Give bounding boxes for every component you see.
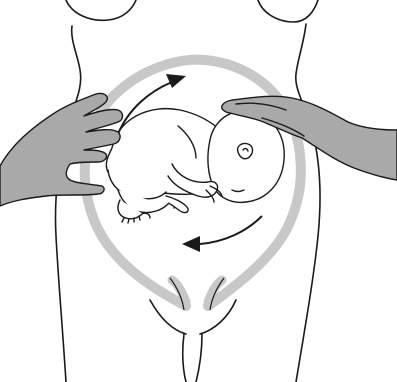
- right-breast-curve: [258, 0, 318, 22]
- right-inner-thigh: [196, 334, 202, 382]
- left-hand-shape: [0, 93, 123, 206]
- rotation-arrow-top-head: [166, 74, 186, 88]
- rotation-arrow-bottom: [200, 216, 262, 244]
- left-breast-curve: [66, 0, 136, 20]
- fetus: [106, 109, 284, 223]
- left-hand: [0, 93, 123, 206]
- rotation-arrow-bottom-head: [182, 236, 200, 252]
- left-torso-line: [55, 26, 80, 382]
- left-inner-thigh: [183, 334, 186, 382]
